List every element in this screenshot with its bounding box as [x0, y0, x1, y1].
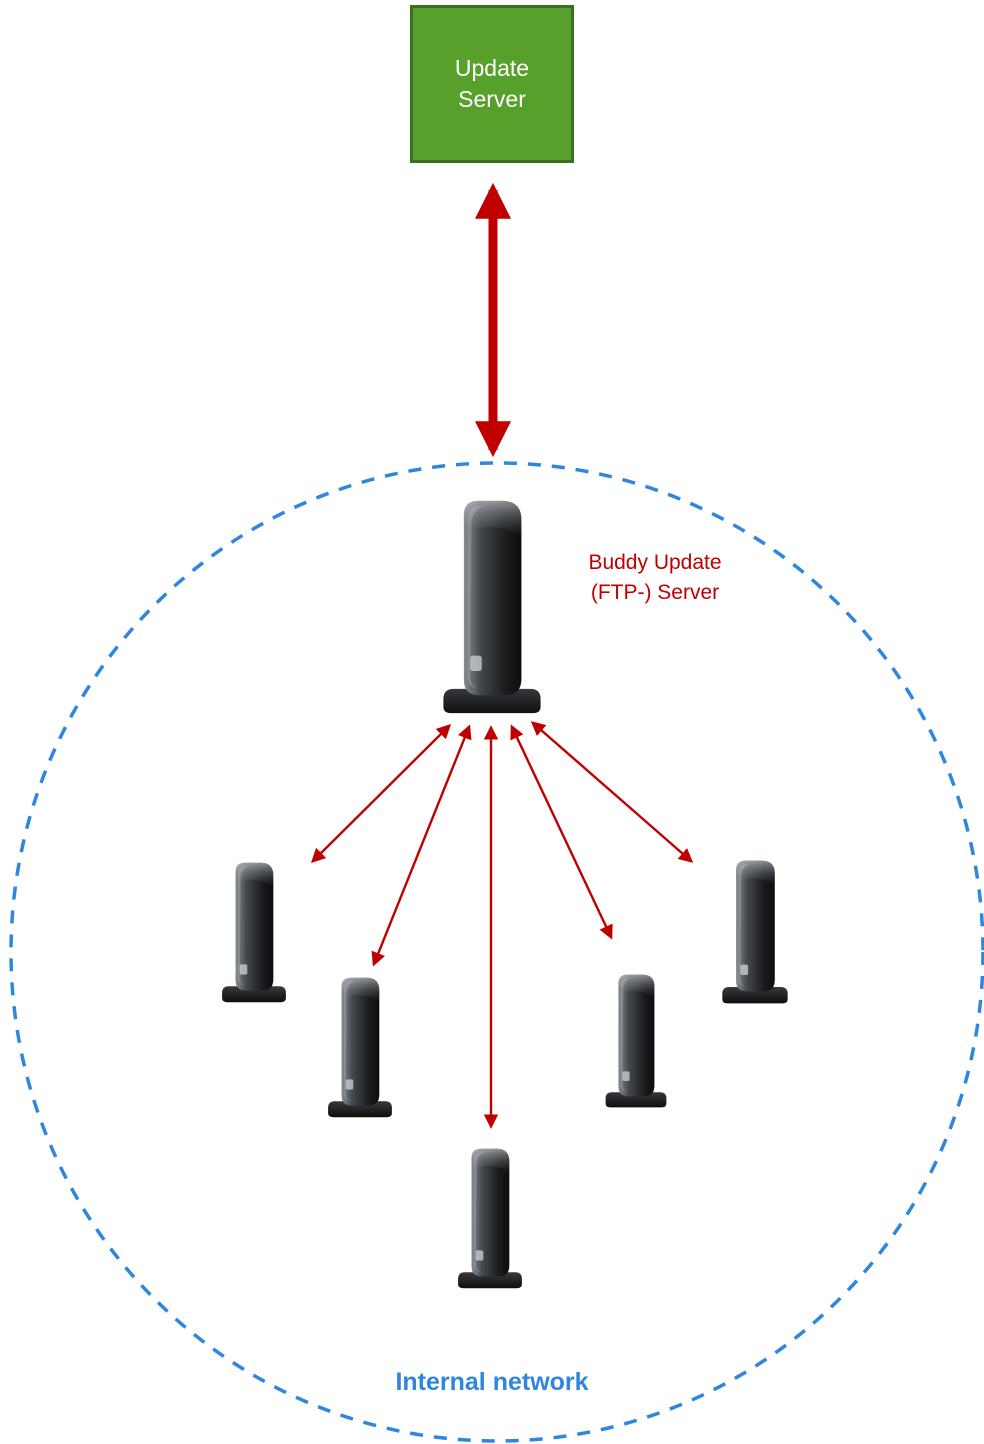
update-server-label: Update Server: [454, 54, 530, 112]
client-device-1-icon: [222, 862, 286, 1003]
client-device-3-icon: [458, 1148, 522, 1289]
arrow-to-client-2: [371, 724, 472, 967]
internal-network-boundary-circle: [9, 461, 984, 1443]
arrow-to-client-5: [530, 721, 694, 863]
buddy-server-label-line2: (FTP-) Server: [590, 581, 720, 605]
buddy-update-server-icon: [443, 500, 541, 714]
buddy-server-label-line1: Buddy Update: [588, 551, 722, 574]
arrow-to-client-4: [510, 724, 613, 940]
client-device-2-icon: [328, 977, 392, 1118]
client-device-5-icon: [722, 860, 788, 1004]
arrow-to-client-1: [310, 723, 452, 864]
client-device-4-icon: [605, 974, 667, 1108]
buddy-server-label: Buddy Update (FTP-) Server: [560, 548, 750, 609]
internal-network-label: Internal network: [395, 1368, 589, 1396]
update-server-box: Update Server: [410, 5, 574, 163]
